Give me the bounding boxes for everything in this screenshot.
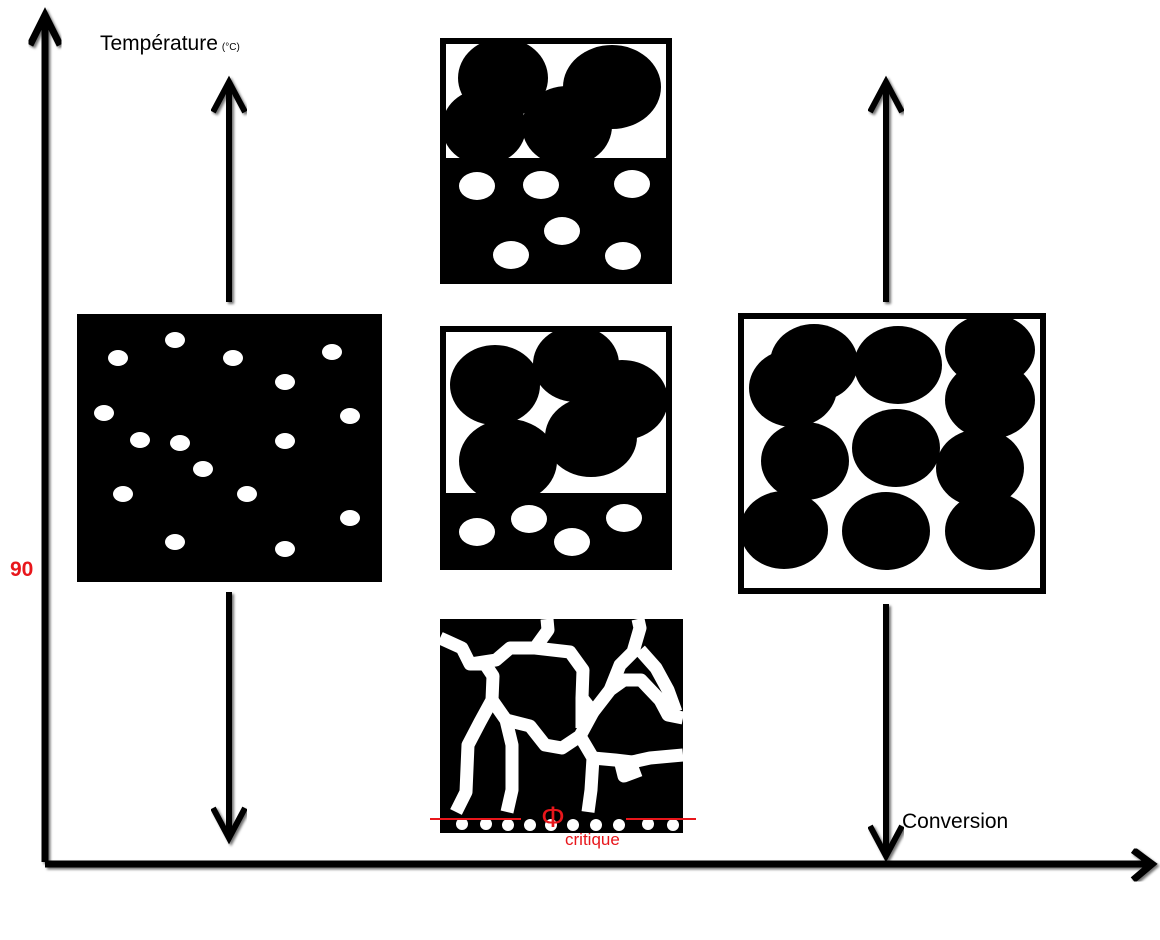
phase-separation-box-top — [440, 38, 672, 284]
phase-inverted-box — [740, 314, 1043, 591]
y-axis-label: Température (°C) — [100, 32, 240, 56]
y-axis-title: Température — [100, 32, 218, 55]
homogeneous-matrix-box — [77, 314, 382, 582]
x-axis-label: Conversion — [902, 810, 1008, 834]
x-axis — [45, 850, 1152, 880]
y-axis — [30, 15, 60, 862]
temperature-marker-90: 90 — [10, 558, 33, 582]
y-axis-unit: (°C) — [222, 42, 240, 53]
phi-critical-symbol: Φ — [541, 801, 565, 835]
phi-critical-subscript: critique — [565, 830, 620, 850]
phase-separation-box-middle — [440, 326, 672, 570]
